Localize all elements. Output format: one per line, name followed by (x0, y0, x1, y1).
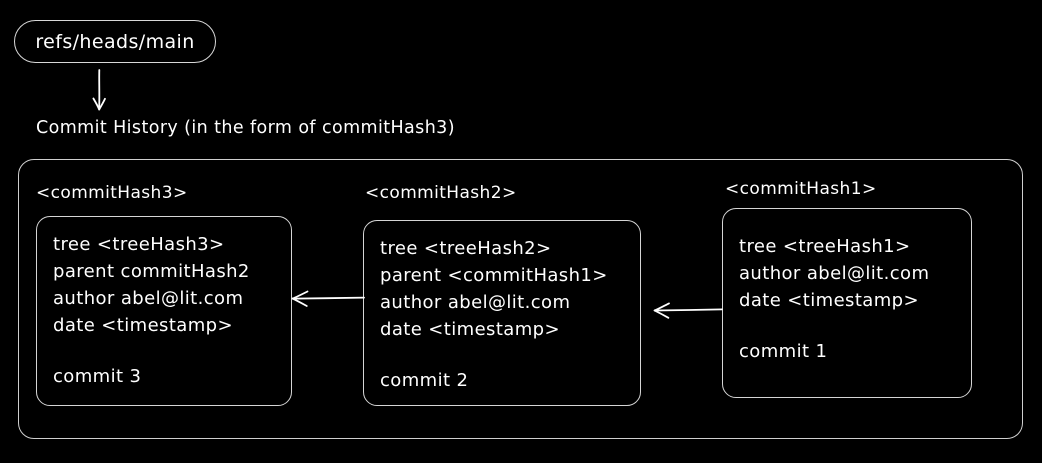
commit-field-date: date <timestamp> (380, 319, 560, 340)
commit-field-tree: tree <treeHash2> (380, 238, 552, 259)
commit-field-parent: parent <commitHash1> (380, 265, 608, 286)
commit-field-date: date <timestamp> (739, 290, 919, 311)
commit-hash-label-2: <commitHash2> (365, 183, 517, 203)
commit-field-author: author abel@lit.com (380, 292, 571, 313)
commit-field-author: author abel@lit.com (739, 263, 930, 284)
commit-field-tree: tree <treeHash3> (53, 234, 225, 255)
commit-body-3: tree <treeHash3> parent commitHash2 auth… (53, 231, 281, 390)
commit-box-2[interactable]: tree <treeHash2> parent <commitHash1> au… (363, 220, 641, 406)
commit-field-author: author abel@lit.com (53, 288, 244, 309)
commit-body-1: tree <treeHash1> author abel@lit.com dat… (739, 233, 961, 365)
arrow-left-icon (288, 282, 368, 316)
commit-box-3[interactable]: tree <treeHash3> parent commitHash2 auth… (36, 216, 292, 406)
commit-message-2: commit 2 (380, 370, 469, 391)
commit-field-parent: parent commitHash2 (53, 261, 250, 282)
commit-field-tree: tree <treeHash1> (739, 236, 911, 257)
branch-ref-badge[interactable]: refs/heads/main (14, 20, 216, 63)
commit-field-date: date <timestamp> (53, 315, 233, 336)
commit-box-1[interactable]: tree <treeHash1> author abel@lit.com dat… (722, 208, 972, 398)
commit-hash-label-1: <commitHash1> (725, 179, 877, 199)
arrow-left-icon (650, 294, 726, 328)
commit-message-1: commit 1 (739, 341, 828, 362)
commit-message-3: commit 3 (53, 366, 142, 387)
arrow-down-icon (78, 68, 122, 114)
page-title: Commit History (in the form of commitHas… (36, 118, 455, 138)
commit-history-container (18, 159, 1023, 439)
commit-body-2: tree <treeHash2> parent <commitHash1> au… (380, 235, 630, 394)
branch-ref-label: refs/heads/main (35, 30, 195, 53)
commit-hash-label-3: <commitHash3> (36, 183, 188, 203)
